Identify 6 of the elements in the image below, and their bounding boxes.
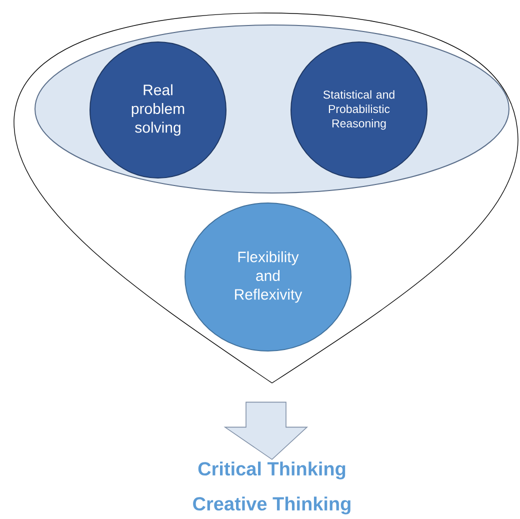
circle-node: Flexibility and Reflexivity — [184, 202, 352, 352]
funnel-outline — [14, 12, 518, 384]
circle-node: Real problem solving — [90, 42, 226, 178]
circle-node: Statistical and Probabilistic Reasoning — [290, 42, 428, 178]
block-arrow — [224, 402, 308, 460]
outcome-text: Critical Thinking Creative Thinking — [193, 462, 350, 514]
